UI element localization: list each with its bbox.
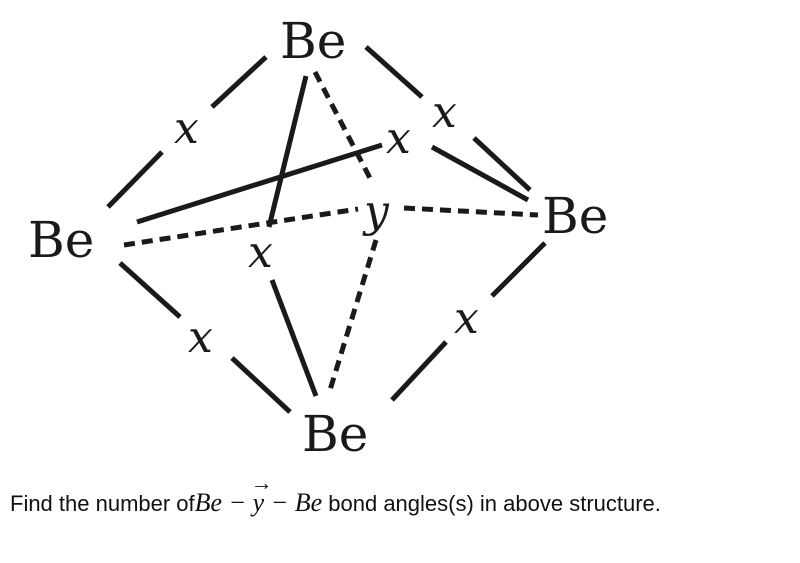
label-x-cross: x: [386, 113, 411, 164]
label-x-bottom-right: x: [454, 293, 479, 344]
beryllium-structure-diagram: Be Be Be Be x x x x y x x: [28, 12, 608, 463]
question-suffix: bond angles(s) in above structure.: [322, 491, 661, 516]
question-text: Find the number ofBe − →y − Be bond angl…: [10, 470, 790, 518]
vector-arrow: →: [250, 470, 273, 495]
atom-be-left: Be: [28, 211, 94, 269]
bond-center-x-bottom: [269, 279, 319, 397]
question-prefix: Find the number of: [10, 491, 195, 516]
bond-top-right-2: [472, 136, 532, 192]
bond-bottom-right-2: [490, 241, 547, 298]
atom-be-top: Be: [280, 12, 346, 70]
dashed-bond-y-bottom: [327, 239, 379, 391]
math-vector-y: →y: [251, 470, 273, 517]
label-x-top-left: x: [174, 103, 199, 154]
bond-x-right: [430, 144, 530, 203]
label-x-center: x: [248, 227, 273, 278]
bond-top-right: [364, 45, 424, 99]
bond-top-to-center-x: [266, 75, 309, 228]
bond-left-bottom-2: [230, 356, 292, 414]
bond-left-cross: [136, 142, 383, 225]
math-be-2: Be: [294, 488, 323, 517]
dashed-bond-top-y: [312, 70, 375, 184]
atom-be-bottom: Be: [302, 405, 368, 463]
math-y: y: [252, 488, 265, 517]
math-minus-2: −: [264, 488, 295, 517]
bond-left-top-2: [210, 55, 268, 109]
label-x-top-right: x: [432, 87, 457, 138]
bond-left-top: [106, 150, 164, 209]
label-x-bottom-left: x: [188, 312, 213, 363]
bond-bottom-right: [390, 340, 448, 402]
atom-be-right: Be: [542, 187, 608, 245]
dashed-bond-left-y: [123, 206, 359, 248]
label-y-center: y: [362, 186, 390, 237]
bond-left-bottom: [118, 261, 182, 319]
dashed-bond-y-right: [403, 205, 539, 218]
math-minus-1: −: [222, 488, 253, 517]
math-be-1: Be: [194, 488, 223, 517]
